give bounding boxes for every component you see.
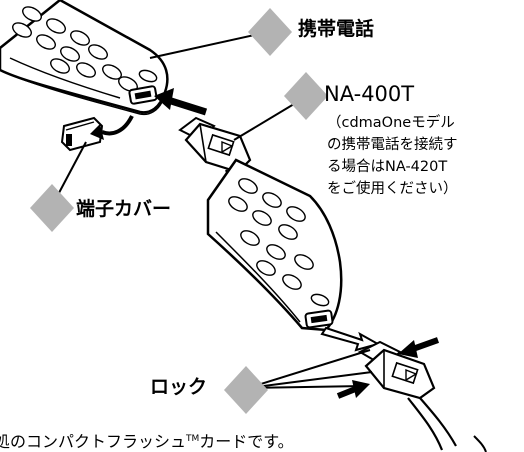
note-line: をご使用ください） (327, 181, 458, 197)
trademark-mark: TM (186, 434, 200, 444)
callout-cable (233, 72, 328, 141)
insert-arrow (154, 88, 208, 116)
phone-port-bottom (304, 309, 334, 329)
cable-label: NA-400T (324, 82, 415, 106)
terminal-cover (60, 116, 104, 152)
phone-label: 携帯電話 (298, 18, 375, 40)
cover-remove-arrow (90, 115, 134, 140)
phone-port-top (128, 85, 158, 105)
callout-lock (224, 349, 373, 414)
callout-cover (30, 141, 87, 232)
caption-after: カードです。 (199, 432, 294, 451)
callout-phone (149, 8, 292, 59)
remove-arrow (320, 326, 381, 352)
compatibility-note: （cdmaOneモデル の携帯電話を接続す る場合はNA-420T をご使用くだ… (327, 112, 458, 200)
cover-label: 端子カバー (76, 198, 172, 220)
lock-arrows (336, 337, 440, 399)
caption-text: 処のコンパクトフラッシュTMカードです。 (0, 428, 294, 452)
lock-label: ロック (150, 376, 208, 398)
note-line: （cdmaOneモデル (327, 115, 455, 131)
caption-before: 処のコンパクトフラッシュ (0, 432, 187, 451)
mobile-phone-bottom (206, 158, 343, 332)
cable-connector-bottom (357, 340, 487, 452)
note-line: る場合はNA-420T (327, 159, 448, 175)
mobile-phone-top (0, 0, 169, 116)
note-line: の携帯電話を接続す (327, 137, 458, 153)
